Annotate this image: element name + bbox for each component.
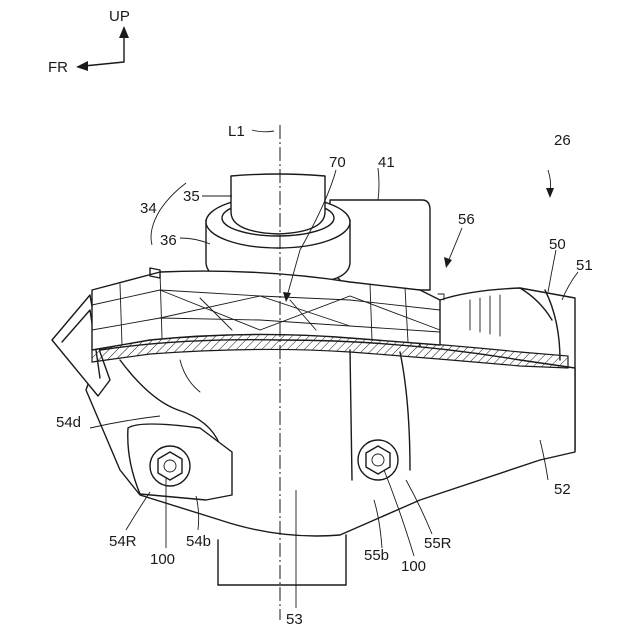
label-left-boss: 54b: [186, 533, 211, 550]
orientation-indicator: UP FR: [48, 8, 130, 76]
label-cover-lower: 53: [286, 611, 303, 628]
label-bracket: 36: [160, 232, 177, 249]
fork-stem-lower: [218, 535, 346, 585]
front-label: FR: [48, 59, 68, 76]
label-cover-outer: 51: [576, 257, 593, 274]
label-axis: L1: [228, 123, 245, 140]
up-label: UP: [109, 8, 130, 25]
label-fork: 34: [140, 200, 157, 217]
label-assembly: 26: [554, 132, 571, 149]
label-left-edge: 54d: [56, 414, 81, 431]
label-bolt-left: 100: [150, 551, 175, 568]
label-bolt-right: 100: [401, 558, 426, 575]
label-right-mount: 55R: [424, 535, 452, 552]
label-cover-group: 50: [549, 236, 566, 253]
label-grille: 70: [329, 154, 346, 171]
label-tube: 35: [183, 188, 200, 205]
bolt-right: [358, 440, 398, 480]
label-right-boss: 55b: [364, 547, 389, 564]
label-left-mount: 54R: [109, 533, 137, 550]
up-arrowhead-icon: [119, 26, 129, 38]
label-duct: 56: [458, 211, 475, 228]
bolt-left: [150, 446, 190, 486]
label-lamp: 41: [378, 154, 395, 171]
label-cover-side: 52: [554, 481, 571, 498]
front-arrow-line: [84, 62, 124, 66]
tube-35: [231, 176, 325, 234]
front-arrowhead-icon: [76, 61, 88, 71]
